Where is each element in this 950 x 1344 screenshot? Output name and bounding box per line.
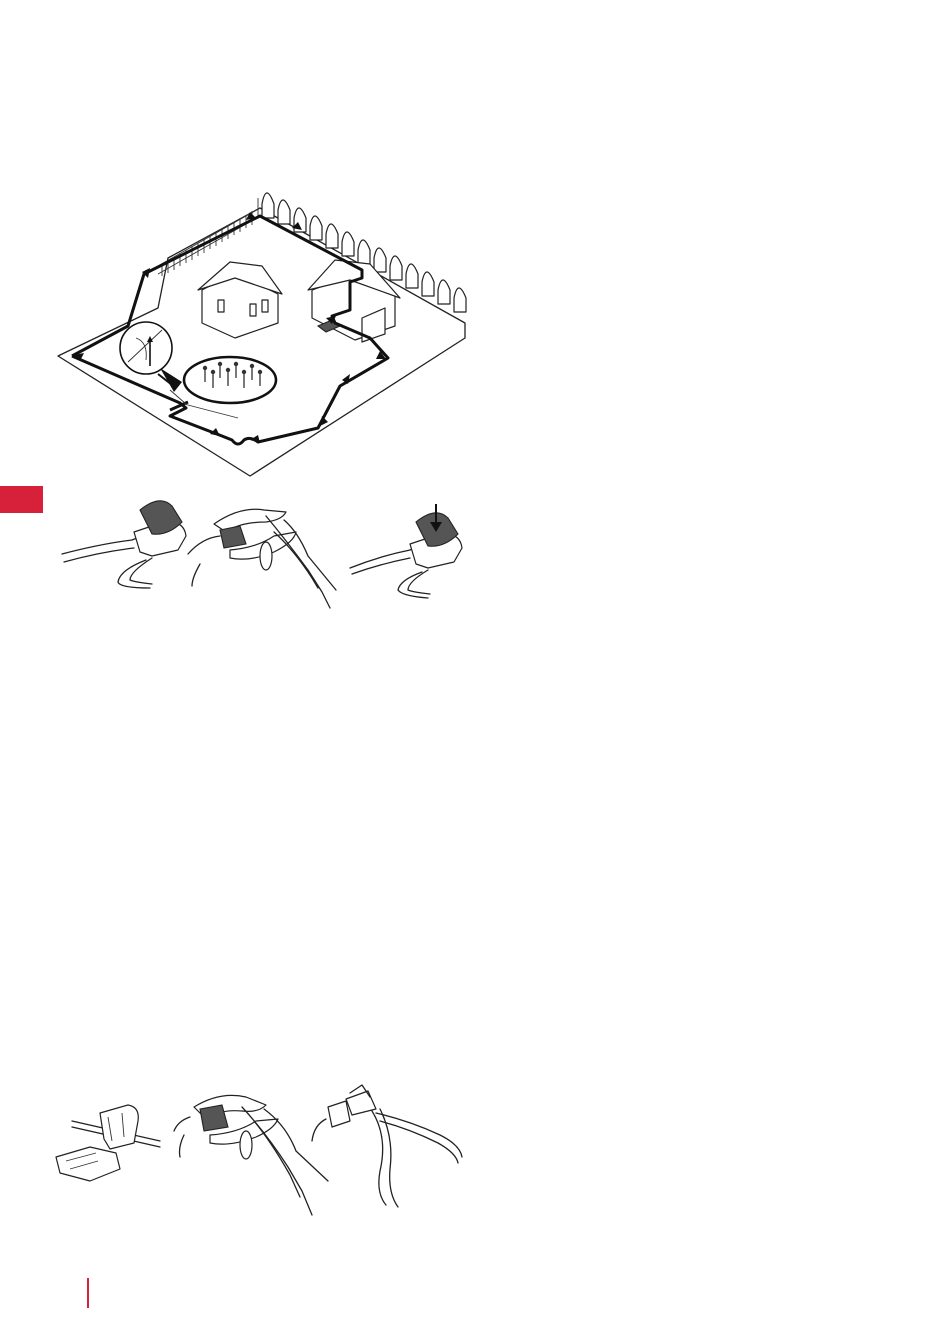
repair-step-3	[312, 1085, 462, 1207]
wire-repair-illustration	[50, 1085, 470, 1221]
connector-step-2	[188, 509, 336, 608]
connector-step-3	[350, 504, 462, 598]
house	[198, 262, 282, 338]
connector-step-1	[62, 501, 186, 588]
repair-step-1	[56, 1105, 160, 1181]
chapter-tab	[0, 486, 43, 513]
flower-bed	[184, 357, 276, 403]
garden-layout-illustration	[50, 178, 480, 478]
footer-rule	[87, 1278, 89, 1308]
connector-crimp-illustration	[60, 492, 470, 614]
repair-step-2	[174, 1095, 328, 1215]
